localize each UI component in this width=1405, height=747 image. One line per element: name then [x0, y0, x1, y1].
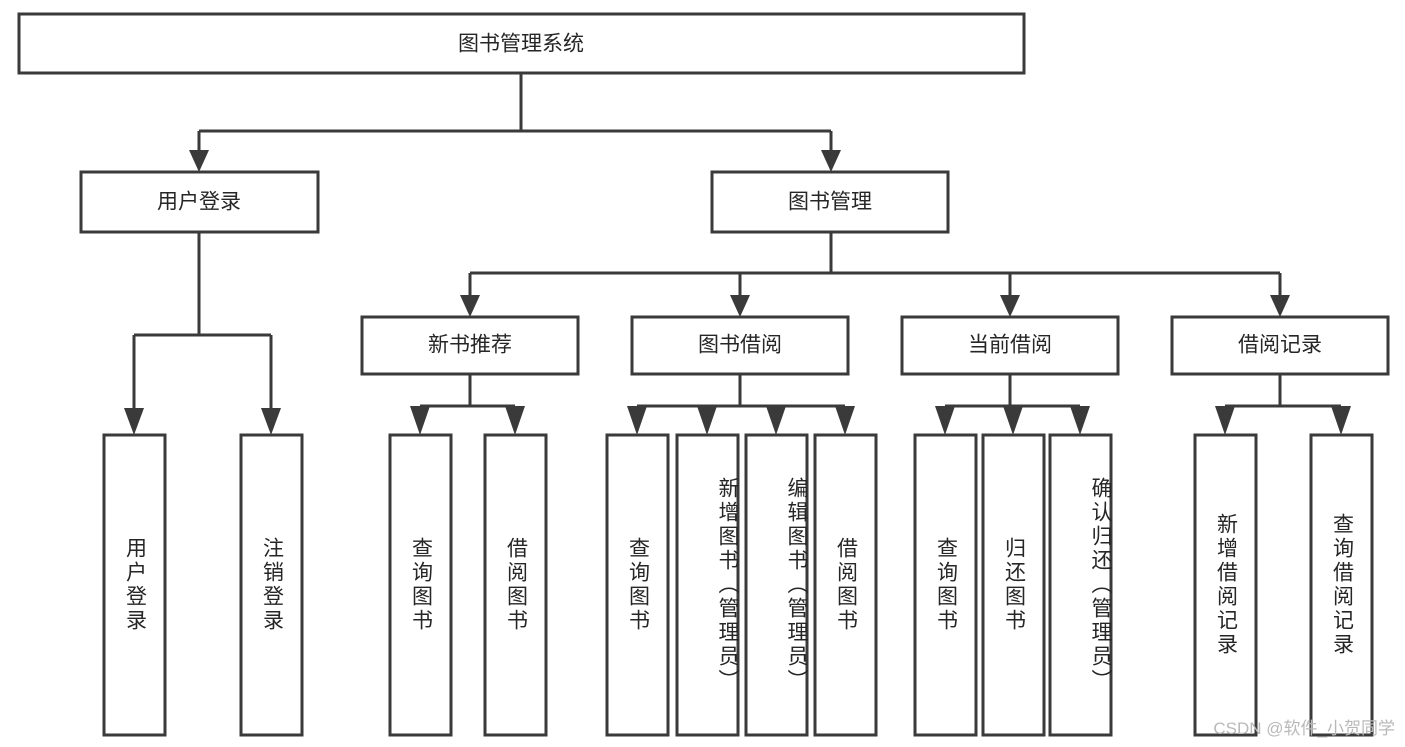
arrow-head-icon — [697, 406, 717, 435]
arrow-head-icon — [835, 406, 855, 435]
arrow-head-icon — [261, 408, 281, 435]
arrow-head-icon — [821, 150, 841, 172]
node-current-borrow[interactable]: 当前借阅 — [900, 315, 1120, 376]
node-borrow-records[interactable]: 借阅记录 — [1170, 315, 1390, 376]
arrow-head-icon — [1270, 295, 1290, 317]
node-root-system[interactable]: 图书管理系统 — [17, 12, 1026, 75]
node-root-label: 图书管理系统 — [458, 33, 584, 56]
arrow-head-icon — [505, 406, 525, 435]
node-user-login[interactable]: 用户登录 — [79, 170, 320, 234]
node-book-borrow-label: 图书借阅 — [698, 334, 782, 357]
arrow-head-icon — [627, 406, 647, 435]
node-book-management[interactable]: 图书管理 — [710, 170, 950, 234]
arrow-head-icon — [1215, 406, 1235, 435]
node-leaf-user-login-box[interactable] — [102, 433, 167, 737]
node-borrow-records-box[interactable] — [1170, 315, 1390, 376]
arrow-head-icon — [935, 406, 955, 435]
node-leaf-borrow-book-2-box[interactable] — [813, 433, 878, 737]
node-leaf-confirm-return-box[interactable] — [1048, 433, 1113, 737]
arrow-head-icon — [1331, 406, 1351, 435]
node-book-borrow[interactable]: 图书借阅 — [630, 315, 850, 376]
node-leaf-query-record-box[interactable] — [1309, 433, 1374, 737]
watermark-text: CSDN @软件_小贺同学 — [1213, 719, 1395, 738]
node-leaf-query-book-3-box[interactable] — [913, 433, 978, 737]
arrow-head-icon — [1000, 295, 1020, 317]
node-book-borrow-box[interactable] — [630, 315, 850, 376]
node-leaf-add-record-box[interactable] — [1193, 433, 1258, 737]
node-leaf-return-book-box[interactable] — [981, 433, 1046, 737]
arrow-head-icon — [1070, 406, 1090, 435]
arrow-head-icon — [460, 295, 480, 317]
arrow-head-icon — [124, 408, 144, 435]
node-new-book-recommend-label: 新书推荐 — [428, 334, 512, 357]
connector-group — [124, 73, 1351, 435]
node-user-login-label: 用户登录 — [157, 191, 241, 214]
node-leaf-edit-book-box[interactable] — [744, 433, 809, 737]
node-current-borrow-label: 当前借阅 — [968, 334, 1052, 357]
arrow-head-icon — [1003, 406, 1023, 435]
arrow-head-icon — [766, 406, 786, 435]
node-root-box[interactable] — [17, 12, 1026, 75]
arrow-head-icon — [189, 150, 209, 172]
node-leaf-query-book-1-box[interactable] — [388, 433, 453, 737]
node-new-book-recommend-box[interactable] — [360, 315, 580, 376]
node-book-management-label: 图书管理 — [788, 191, 872, 214]
node-leaf-query-book-2-box[interactable] — [605, 433, 670, 737]
node-leaf-add-book-box[interactable] — [675, 433, 740, 737]
node-borrow-records-label: 借阅记录 — [1238, 334, 1322, 357]
node-leaf-logout-box[interactable] — [239, 433, 304, 737]
arrow-head-icon — [730, 295, 750, 317]
node-current-borrow-box[interactable] — [900, 315, 1120, 376]
node-user-login-box[interactable] — [79, 170, 320, 234]
node-book-management-box[interactable] — [710, 170, 950, 234]
arrow-head-icon — [410, 406, 430, 435]
node-new-book-recommend[interactable]: 新书推荐 — [360, 315, 580, 376]
node-leaf-borrow-book-1-box[interactable] — [483, 433, 548, 737]
